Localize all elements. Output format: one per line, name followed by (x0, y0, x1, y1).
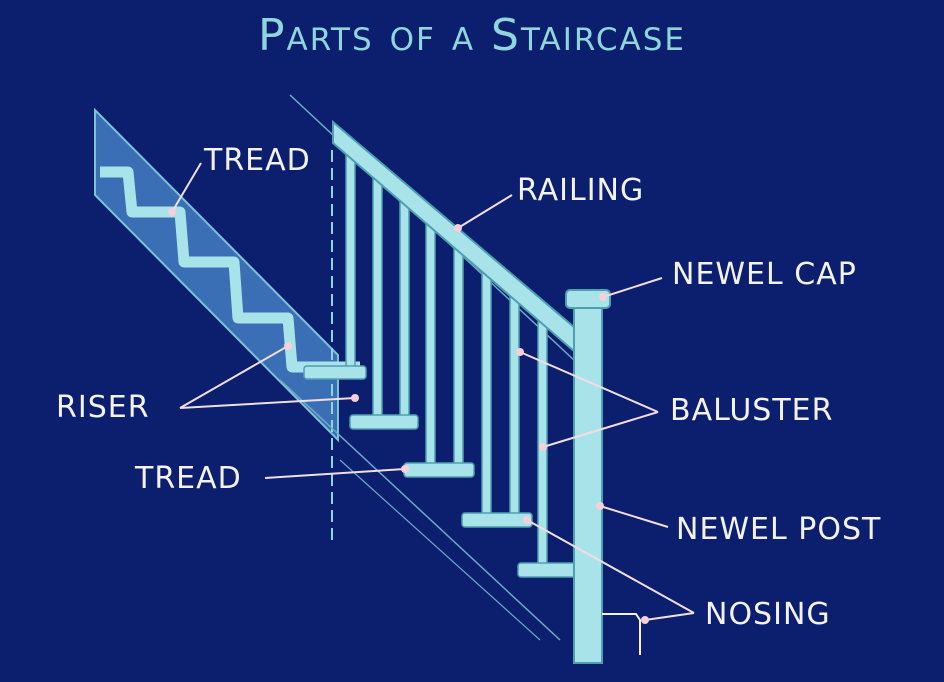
leader-newel-post (599, 505, 669, 528)
dot-riser-1 (284, 342, 292, 350)
label-baluster: BALUSTER (670, 393, 834, 428)
tread-3 (403, 462, 475, 478)
baluster-3 (399, 194, 410, 421)
tread-5 (517, 562, 581, 578)
leader-baluster-2 (542, 411, 659, 448)
leader-newel-cap (602, 277, 663, 298)
tread-4 (461, 512, 533, 528)
leader-railing (457, 194, 513, 229)
label-tread-bottom: TREAD (135, 461, 242, 496)
dot-nosing-2 (641, 616, 649, 624)
dot-baluster-2 (539, 443, 547, 451)
baluster-7 (509, 294, 520, 521)
baluster-5 (453, 244, 464, 471)
leader-dots (168, 208, 649, 624)
leader-baluster-1 (519, 351, 659, 413)
baluster-6 (481, 269, 492, 521)
leader-riser-1 (179, 345, 289, 409)
label-newel-post: NEWEL POST (676, 512, 882, 547)
baluster-1 (345, 149, 356, 376)
nosing-bracket (602, 613, 641, 655)
label-tread-top: TREAD (204, 143, 311, 178)
dot-newel-post (596, 502, 604, 510)
dot-railing (454, 224, 462, 232)
stringer-panel (94, 107, 339, 443)
leader-tread-bottom (264, 468, 406, 479)
newel-post (573, 302, 603, 664)
dot-riser-2 (351, 394, 359, 402)
baluster-4 (425, 219, 436, 471)
label-nosing: NOSING (705, 597, 831, 632)
guide-line-bottom (339, 459, 541, 641)
leader-nosing-1 (526, 519, 695, 614)
balusters (345, 149, 548, 573)
tread-1 (303, 365, 367, 380)
leader-nosing-2 (644, 612, 695, 621)
label-railing: RAILING (517, 173, 645, 208)
leader-tread-top (171, 162, 202, 213)
dot-baluster-1 (516, 348, 524, 356)
leader-riser-2 (179, 397, 356, 409)
leader-lines (171, 162, 695, 621)
baluster-2 (372, 169, 383, 421)
stepped-profile (100, 166, 360, 373)
dot-tread-top (168, 208, 176, 216)
label-newel-cap: NEWEL CAP (672, 257, 857, 292)
dot-newel-cap (599, 293, 607, 301)
newel-cap (565, 289, 611, 309)
dot-tread-bottom (401, 465, 409, 473)
treads (303, 365, 581, 578)
dot-nosing-1 (523, 516, 531, 524)
label-riser: RISER (56, 390, 150, 425)
page-title: Parts of a Staircase (258, 10, 686, 61)
guide-line-lower (279, 379, 561, 641)
tread-2 (349, 414, 419, 430)
